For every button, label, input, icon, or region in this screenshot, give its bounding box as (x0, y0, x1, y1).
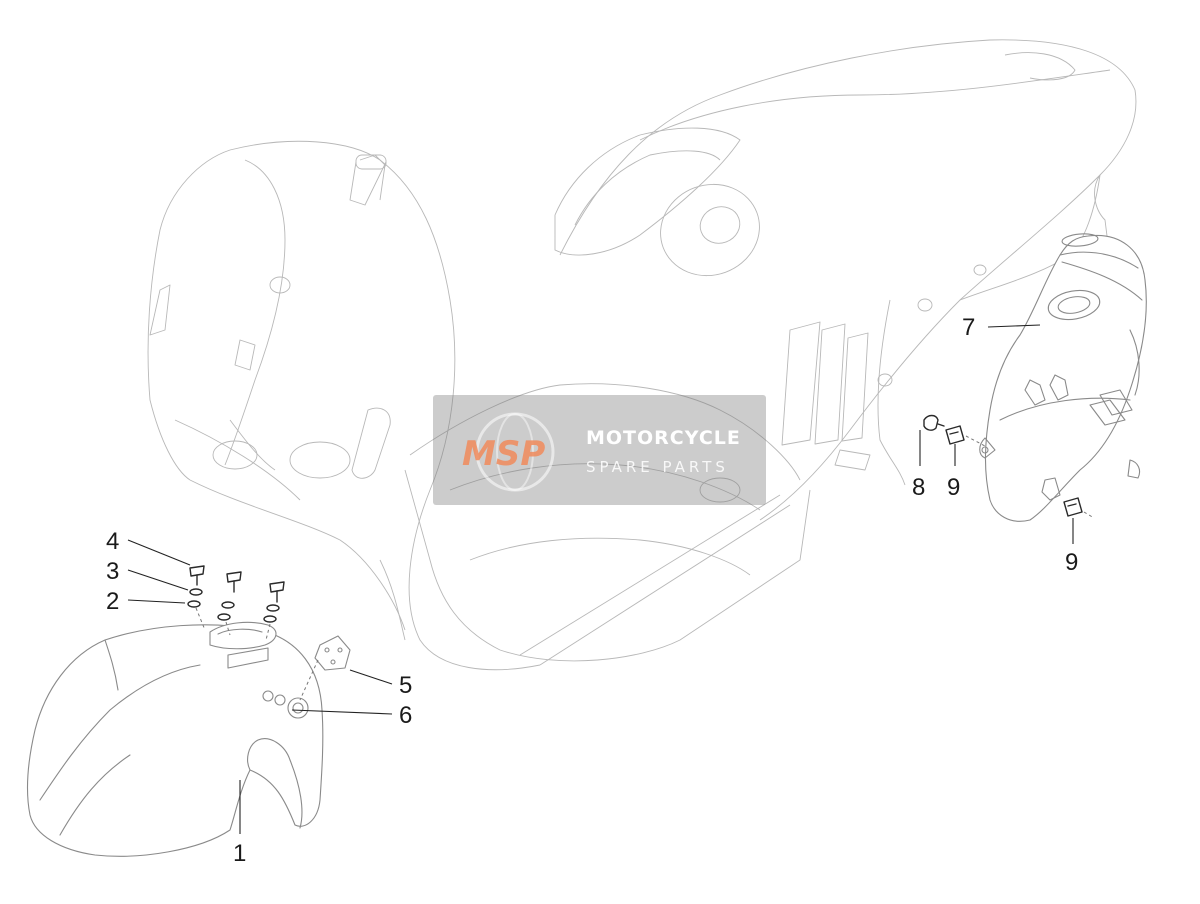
watermark-line2: SPARE PARTS (586, 458, 729, 476)
part-rear-screw-clips (923, 414, 1095, 519)
callout-9-left: 9 (947, 474, 960, 501)
leader-7 (987, 324, 1041, 328)
leader-lines (127, 324, 1074, 834)
callout-7: 7 (962, 314, 975, 341)
callout-1: 1 (233, 840, 246, 867)
leader-4 (127, 539, 191, 566)
watermark-logo: MSP (462, 434, 545, 474)
part-front-screws-washers (187, 565, 285, 641)
callout-9-right: 9 (1065, 549, 1078, 576)
callout-5: 5 (399, 672, 412, 699)
part-front-mudguard (27, 621, 324, 857)
callout-8: 8 (912, 474, 925, 501)
leader-2 (127, 599, 186, 604)
callout-3: 3 (106, 558, 119, 585)
callout-4: 4 (106, 528, 119, 555)
callout-labels: 4 3 2 5 6 1 7 8 9 9 (106, 314, 1078, 867)
leader-6 (291, 709, 393, 715)
watermark-box (433, 395, 766, 505)
callout-2: 2 (106, 588, 119, 615)
watermark-globe-icon (475, 412, 555, 492)
watermark: MSP MOTORCYCLE SPARE PARTS (433, 395, 766, 505)
callout-6: 6 (399, 702, 412, 729)
part-rear-mudguard (979, 233, 1147, 522)
watermark-line1: MOTORCYCLE (586, 427, 741, 449)
scooter-body-frame (147, 39, 1137, 671)
leader-5 (349, 669, 393, 685)
part-5-plate (299, 635, 351, 701)
leader-3 (127, 569, 189, 591)
